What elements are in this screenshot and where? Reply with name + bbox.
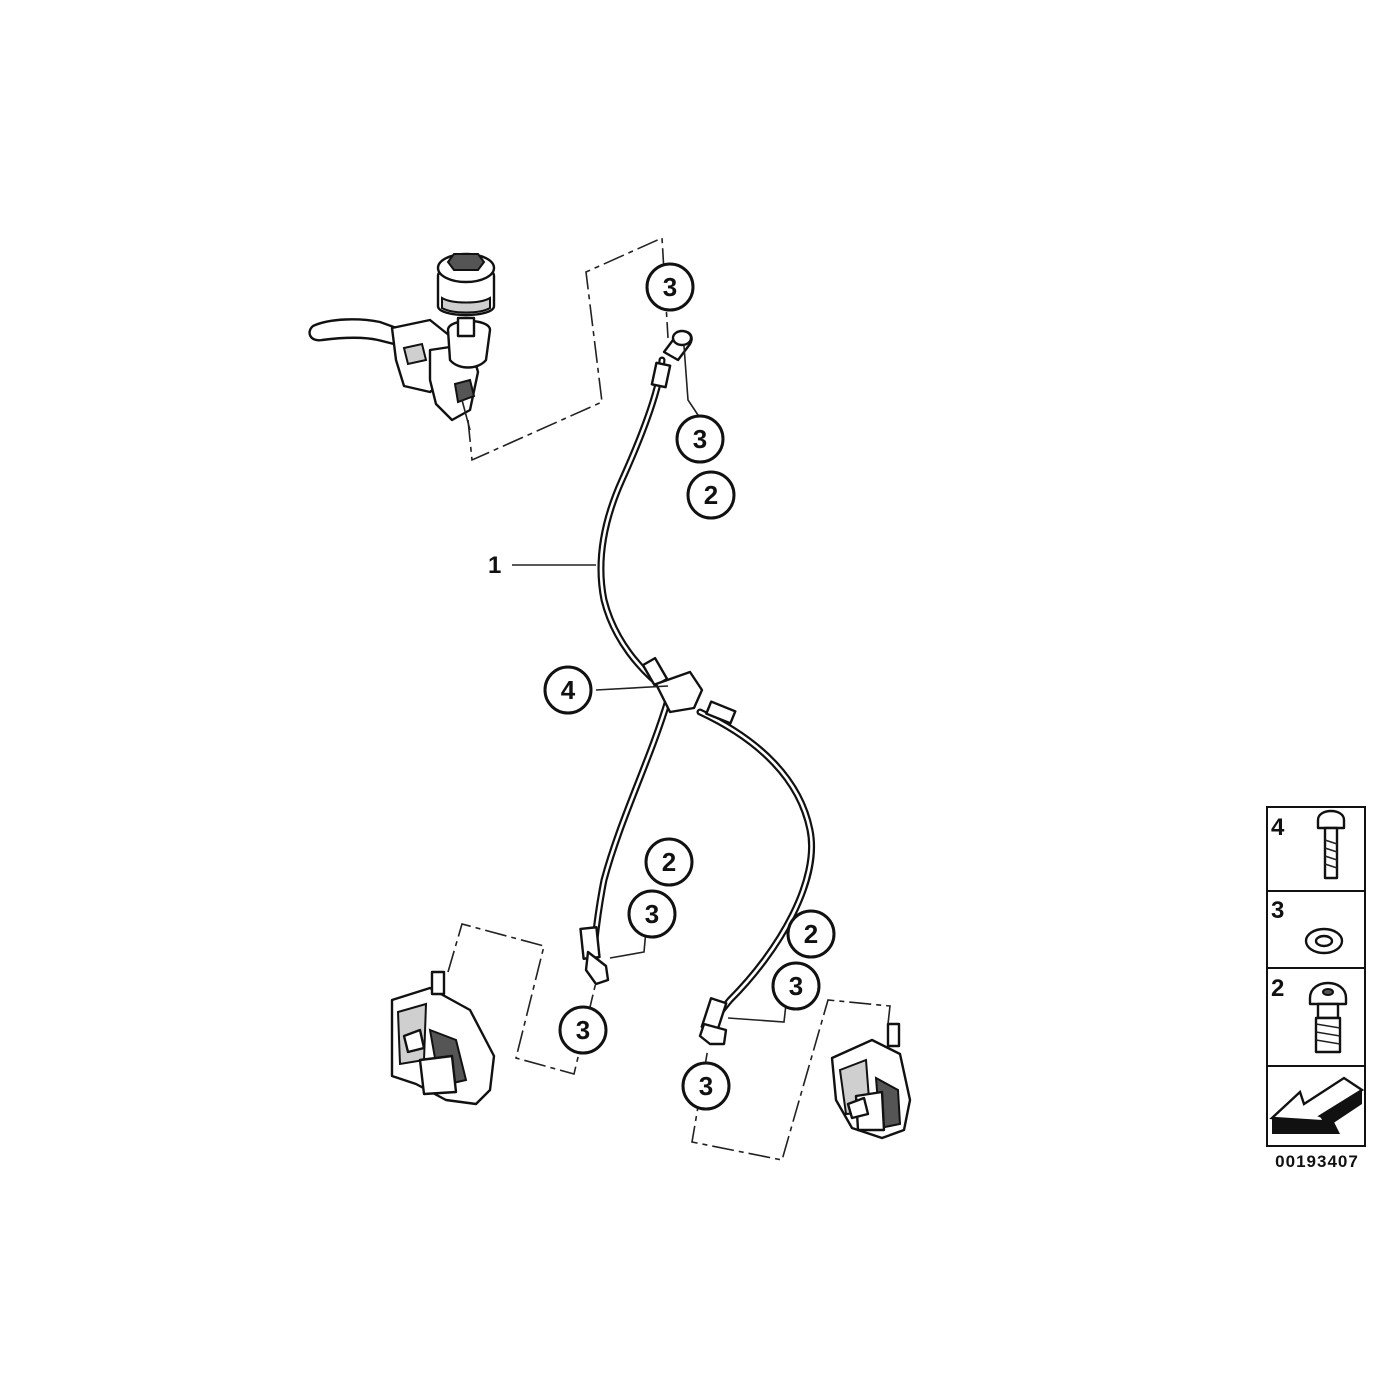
label-1-brake-hose[interactable]: 1 (488, 552, 501, 579)
svg-text:2: 2 (804, 919, 818, 949)
sealing-ring-icon (1304, 927, 1344, 955)
brake-hose (579, 329, 815, 1046)
svg-text:4: 4 (561, 675, 576, 705)
right-brake-caliper (830, 1022, 912, 1140)
master-cylinder-assembly (308, 252, 496, 431)
leader-bolt (595, 685, 669, 691)
direction-arrow-icon (1269, 1076, 1365, 1134)
svg-text:3: 3 (693, 424, 707, 454)
banjo-bolt-icon (1308, 981, 1348, 1054)
svg-text:2: 2 (662, 847, 676, 877)
bolt-icon (1316, 809, 1346, 880)
connection-line-right-caliper (691, 999, 891, 1161)
connection-line-left-caliper (447, 923, 597, 1075)
parts-legend: 4 3 2 (1266, 806, 1366, 1147)
svg-text:3: 3 (699, 1071, 713, 1101)
legend-number-4: 4 (1271, 814, 1285, 841)
callout-3-top[interactable]: 3 (645, 262, 695, 312)
connection-line-master (467, 236, 669, 462)
callout-2-right-banjo[interactable]: 2 (786, 909, 836, 959)
callout-2-upper-banjo[interactable]: 2 (686, 470, 736, 520)
diagram-id: 00193407 (1275, 1152, 1359, 1171)
callout-3-left-caliper[interactable]: 3 (558, 1005, 608, 1055)
callout-3-right-banjo[interactable]: 3 (771, 961, 821, 1011)
svg-text:3: 3 (663, 272, 677, 302)
left-brake-caliper (390, 970, 496, 1106)
svg-text:3: 3 (576, 1015, 590, 1045)
callout-2-left-banjo[interactable]: 2 (644, 837, 694, 887)
legend-number-3: 3 (1271, 897, 1284, 924)
svg-text:3: 3 (645, 899, 659, 929)
callout-3-left-banjo[interactable]: 3 (627, 889, 677, 939)
svg-text:2: 2 (704, 480, 718, 510)
svg-text:3: 3 (789, 971, 803, 1001)
callout-4-bolt[interactable]: 4 (543, 665, 593, 715)
callout-3-right-caliper[interactable]: 3 (681, 1061, 731, 1111)
callout-3-upper-banjo[interactable]: 3 (675, 414, 725, 464)
legend-number-2: 2 (1271, 975, 1284, 1002)
